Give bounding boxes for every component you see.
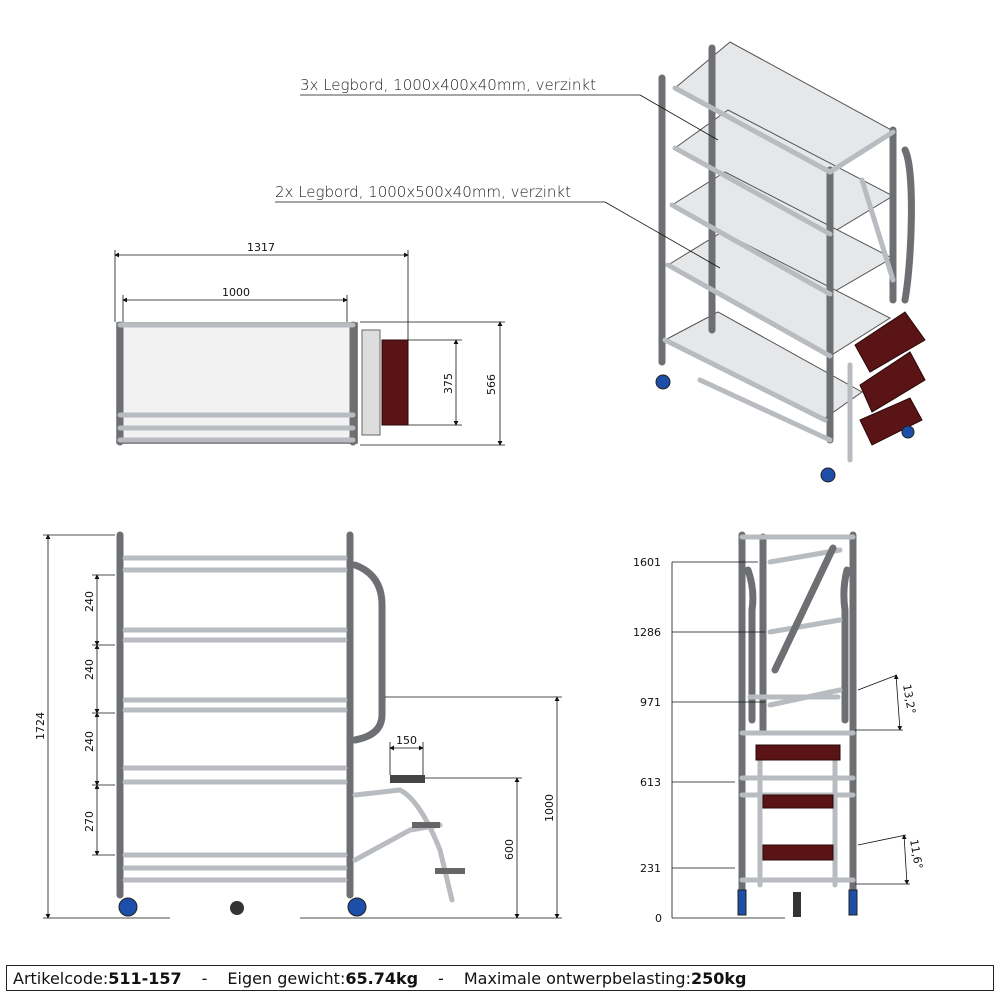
dim-1000-top: 1000 [222,286,250,299]
weight-label: Eigen gewicht: [227,968,346,988]
callout-leader [604,201,721,269]
dim-spacing-4: 270 [83,811,96,832]
callout-shelf-500: 2x Legbord, 1000x500x40mm, verzinkt [275,183,571,201]
dim-spacing-1: 240 [83,591,96,612]
article-code-value: 511-157 [108,968,182,988]
brake-wheel-icon [230,901,244,915]
height-1286: 1286 [633,626,661,639]
top-shelf-outline [116,322,358,444]
dim-375: 375 [442,373,455,394]
iso-step [859,397,923,446]
side-step [762,794,834,809]
separator: - [438,968,444,988]
front-step [435,868,465,874]
iso-rails [662,85,896,443]
callout-shelf-400: 3x Legbord, 1000x400x40mm, verzinkt [300,76,596,94]
front-handrail [351,561,386,744]
iso-handrail [901,146,915,304]
front-step [390,775,425,783]
side-frame [738,531,857,899]
iso-step [859,351,926,413]
top-view: 1317 1000 375 566 [114,241,505,446]
top-step [381,339,409,426]
front-shelf-rails [122,555,348,883]
wheel-icon [347,897,367,917]
wheel-icon [118,897,138,917]
dim-566: 566 [485,374,498,395]
max-load-label: Maximale ontwerpbelasting: [463,968,691,988]
angle-13-2: 13,2° [900,683,918,715]
front-view: 1724 240 240 240 270 150 600 1000 [34,531,562,919]
angle-11-6: 11,6° [907,838,925,870]
separator: - [201,968,208,988]
height-971: 971 [640,696,661,709]
front-dimension-lines [43,534,562,919]
max-load-value: 250kg [690,968,747,988]
iso-step [854,311,926,373]
wheel-icon [901,425,915,439]
side-step [762,844,834,861]
article-code-label: Artikelcode: [13,968,109,988]
front-step-frame [352,822,443,863]
dim-1317: 1317 [247,241,275,254]
dim-150: 150 [396,734,417,747]
top-dimension-lines [114,250,505,446]
isometric-view: 3x Legbord, 1000x400x40mm, verzinkt 2x L… [275,41,926,483]
side-step [755,744,841,761]
height-231: 231 [640,862,661,875]
dim-600: 600 [503,839,516,860]
dim-spacing-3: 240 [83,731,96,752]
wheel-icon [820,467,836,483]
wheel-icon [848,889,858,916]
height-613: 613 [640,776,661,789]
side-view: 1601 1286 971 613 231 0 13,2° 11,6° [633,531,925,925]
height-0: 0 [655,912,662,925]
weight-value: 65.74kg [345,968,419,988]
height-1601: 1601 [633,556,661,569]
dim-1000-front: 1000 [543,794,556,822]
callout-leader [639,94,719,141]
wheel-icon [737,889,747,916]
brake-wheel-icon [793,892,801,917]
front-step [412,822,440,828]
spec-footer: Artikelcode: 511-157-Eigen gewicht: 65.7… [6,965,994,991]
top-frame [116,321,357,446]
wheel-icon [655,374,671,390]
dim-1724: 1724 [34,712,47,740]
side-dimension-lines [671,561,910,919]
top-step-frame [361,329,381,436]
dim-spacing-2: 240 [83,659,96,680]
front-step-frame [352,787,455,903]
